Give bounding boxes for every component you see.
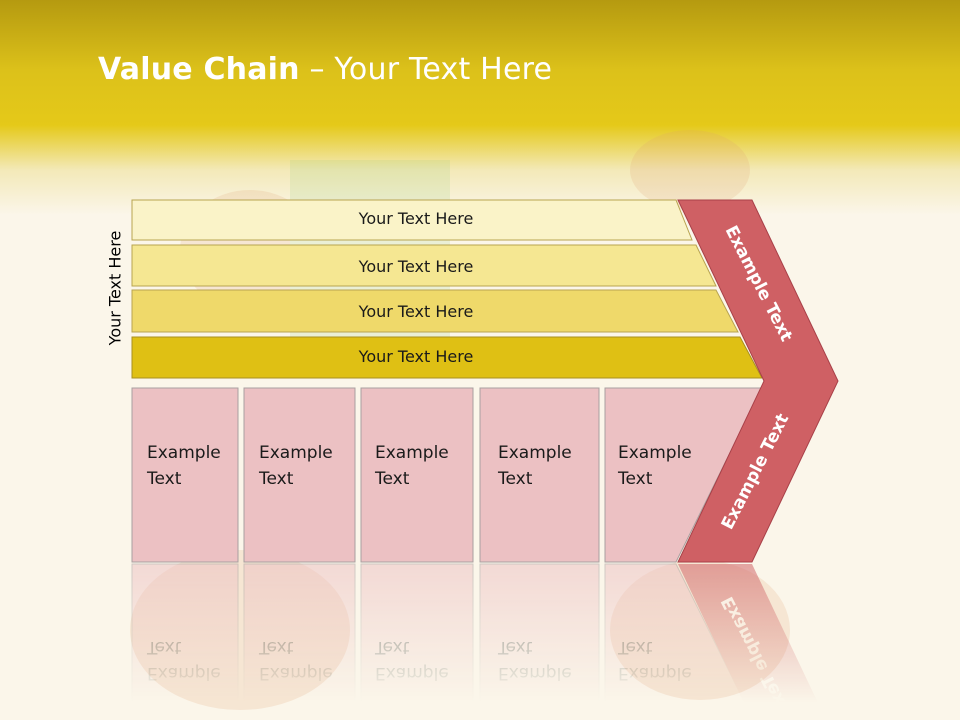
box-2-line-2: Text bbox=[258, 469, 294, 489]
title-bold: Value Chain bbox=[98, 52, 300, 87]
box-2-line-1: Example bbox=[259, 443, 333, 463]
chevron-arrow bbox=[677, 199, 839, 563]
box-3-line-1: Example bbox=[375, 443, 449, 463]
box-5-line-2: Text bbox=[617, 469, 653, 489]
box-2 bbox=[243, 387, 356, 563]
box-3-line-2: Text bbox=[374, 469, 410, 489]
bar-1-text: Your Text Here bbox=[358, 209, 474, 228]
bar-3 bbox=[131, 289, 739, 333]
title-rest: – Your Text Here bbox=[299, 52, 553, 87]
box-4 bbox=[479, 387, 600, 563]
bar-4-text: Your Text Here bbox=[358, 347, 474, 366]
bar-3-text: Your Text Here bbox=[358, 302, 474, 321]
box-3 bbox=[360, 387, 474, 563]
bar-4 bbox=[131, 336, 763, 379]
box-4-line-2: Text bbox=[497, 469, 533, 489]
box-4-line-1: Example bbox=[498, 443, 572, 463]
box-1-line-1: Example bbox=[147, 443, 221, 463]
bar-2 bbox=[131, 244, 717, 287]
bar-1 bbox=[131, 199, 693, 241]
box-1-line-2: Text bbox=[146, 469, 182, 489]
page-title: Value Chain – Your Text Here bbox=[98, 52, 552, 87]
background-hand-right bbox=[630, 130, 750, 210]
box-5-line-1: Example bbox=[618, 443, 692, 463]
bar-2-text: Your Text Here bbox=[358, 257, 474, 276]
box-5 bbox=[604, 387, 763, 563]
box-1 bbox=[131, 387, 239, 563]
